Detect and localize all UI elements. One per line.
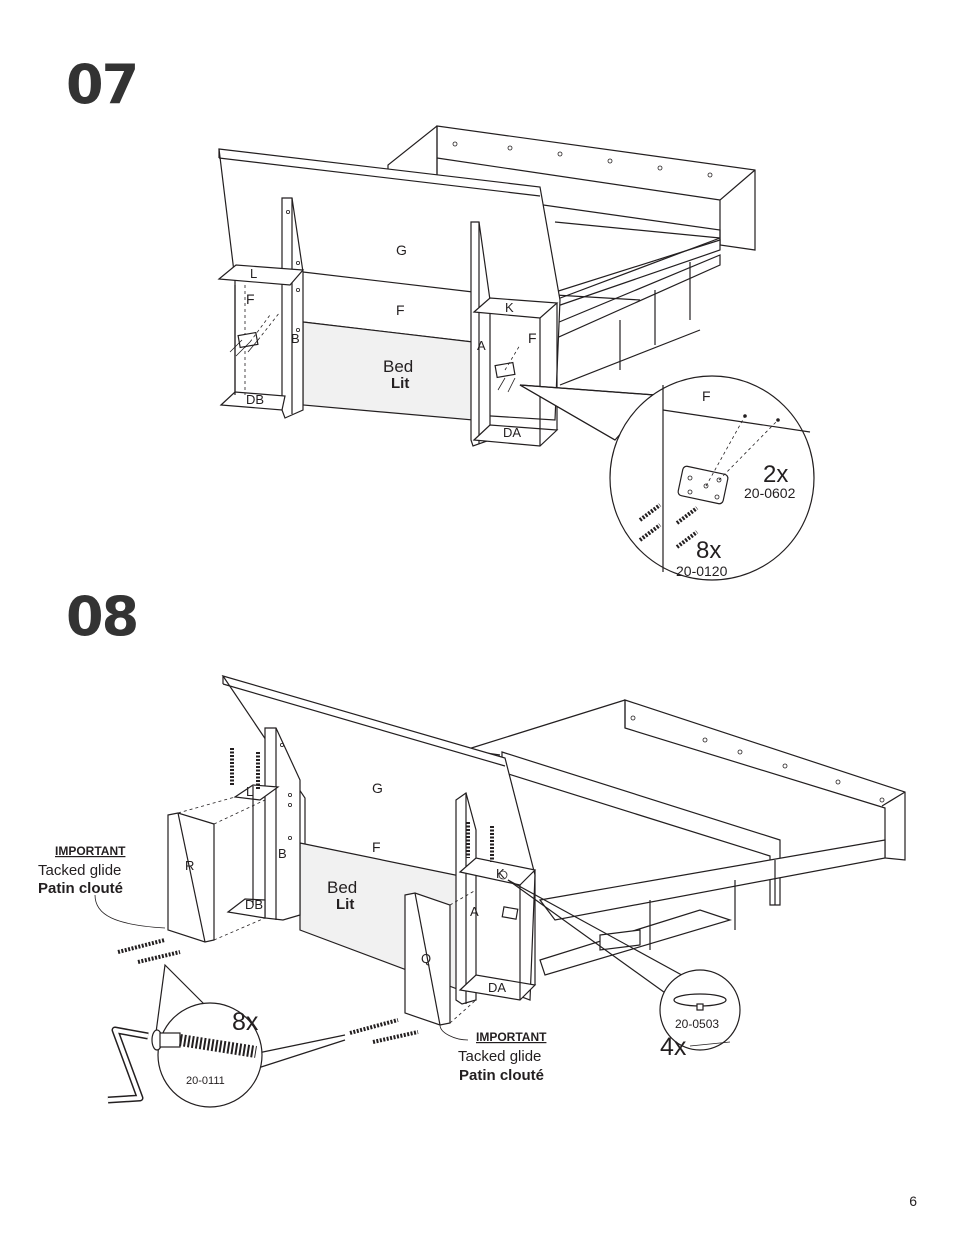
step-number-08: 08: [66, 585, 139, 648]
step1-frame-holes: [452, 141, 713, 178]
glide-icon: [673, 993, 727, 1011]
step2-shelf-L: [233, 784, 280, 801]
step2-important-right-line1: Tacked glide: [458, 1048, 541, 1065]
step2-label-DA: DA: [488, 980, 506, 995]
step2-glide-code: 20-0503: [675, 1017, 719, 1031]
step2-important-right-title: IMPORTANT: [476, 1030, 547, 1044]
allen-key-icon: [107, 1026, 149, 1104]
step1-callout: [609, 375, 815, 581]
step1-drawing: [217, 125, 815, 581]
step1-label-F-right: F: [528, 330, 537, 346]
step2-label-B: B: [278, 846, 287, 861]
step2-shelf-DB: [226, 898, 266, 919]
step2-important-left-line1: Tacked glide: [38, 862, 121, 879]
step1-label-K: K: [505, 300, 514, 315]
step2-drawing: [94, 674, 906, 1108]
step2-bed-frame: [464, 699, 906, 976]
step2-bed-label: Bed: [327, 878, 357, 897]
step2-dowel-callout: [107, 963, 346, 1108]
step1-label-A: A: [477, 338, 486, 353]
screw-icon: [638, 503, 699, 549]
step2-dowel-qty: 8x: [232, 1008, 259, 1036]
step2-frame-holes: [630, 715, 885, 803]
mending-plate-icon: [677, 465, 729, 505]
step1-label-DB: DB: [246, 392, 264, 407]
step2-label-K: K: [496, 866, 505, 881]
step2-important-right-line2: Patin clouté: [459, 1067, 544, 1084]
step2-important-left-line2: Patin clouté: [38, 880, 123, 897]
step2-label-A: A: [470, 904, 479, 919]
step2-important-left-title: IMPORTANT: [55, 844, 126, 858]
step1-label-F-left: F: [246, 291, 255, 307]
step2-label-R: R: [185, 858, 194, 873]
step1-bed-label: Bed: [383, 357, 413, 376]
step1-shelf-DB: [219, 391, 286, 411]
step1-label-DA: DA: [503, 425, 521, 440]
step2-dowel-code: 20-0111: [186, 1075, 225, 1087]
step1-plate-qty: 2x: [763, 461, 788, 488]
step1-label-F-center: F: [396, 302, 405, 318]
page-number: 6: [909, 1193, 917, 1209]
step2-label-DB: DB: [245, 897, 263, 912]
step1-side-B-holes: [285, 209, 300, 332]
step2-lit-label: Lit: [336, 896, 354, 913]
step2-label-L: L: [246, 784, 253, 799]
step1-screw-code: 20-0120: [676, 563, 728, 579]
step2-label-Q: Q: [421, 951, 431, 966]
step2-label-F: F: [372, 839, 381, 855]
step1-lit-label: Lit: [391, 375, 409, 392]
step1-callout-panel-label: F: [702, 388, 711, 404]
step2-glide-qty: 4x: [660, 1033, 687, 1061]
step1-plate-code: 20-0602: [744, 485, 796, 501]
step1-label-L: L: [250, 266, 257, 281]
dowel-icon: [151, 1029, 257, 1058]
step-number-07: 07: [66, 53, 139, 116]
step1-label-G: G: [396, 242, 407, 258]
step1-screw-qty: 8x: [696, 537, 721, 564]
step1-shelf-L: [217, 264, 305, 286]
step1-bed-frame: [387, 125, 756, 392]
step1-label-B: B: [291, 331, 300, 346]
step2-label-G: G: [372, 780, 383, 796]
step2-glide-callout: [507, 879, 741, 1051]
